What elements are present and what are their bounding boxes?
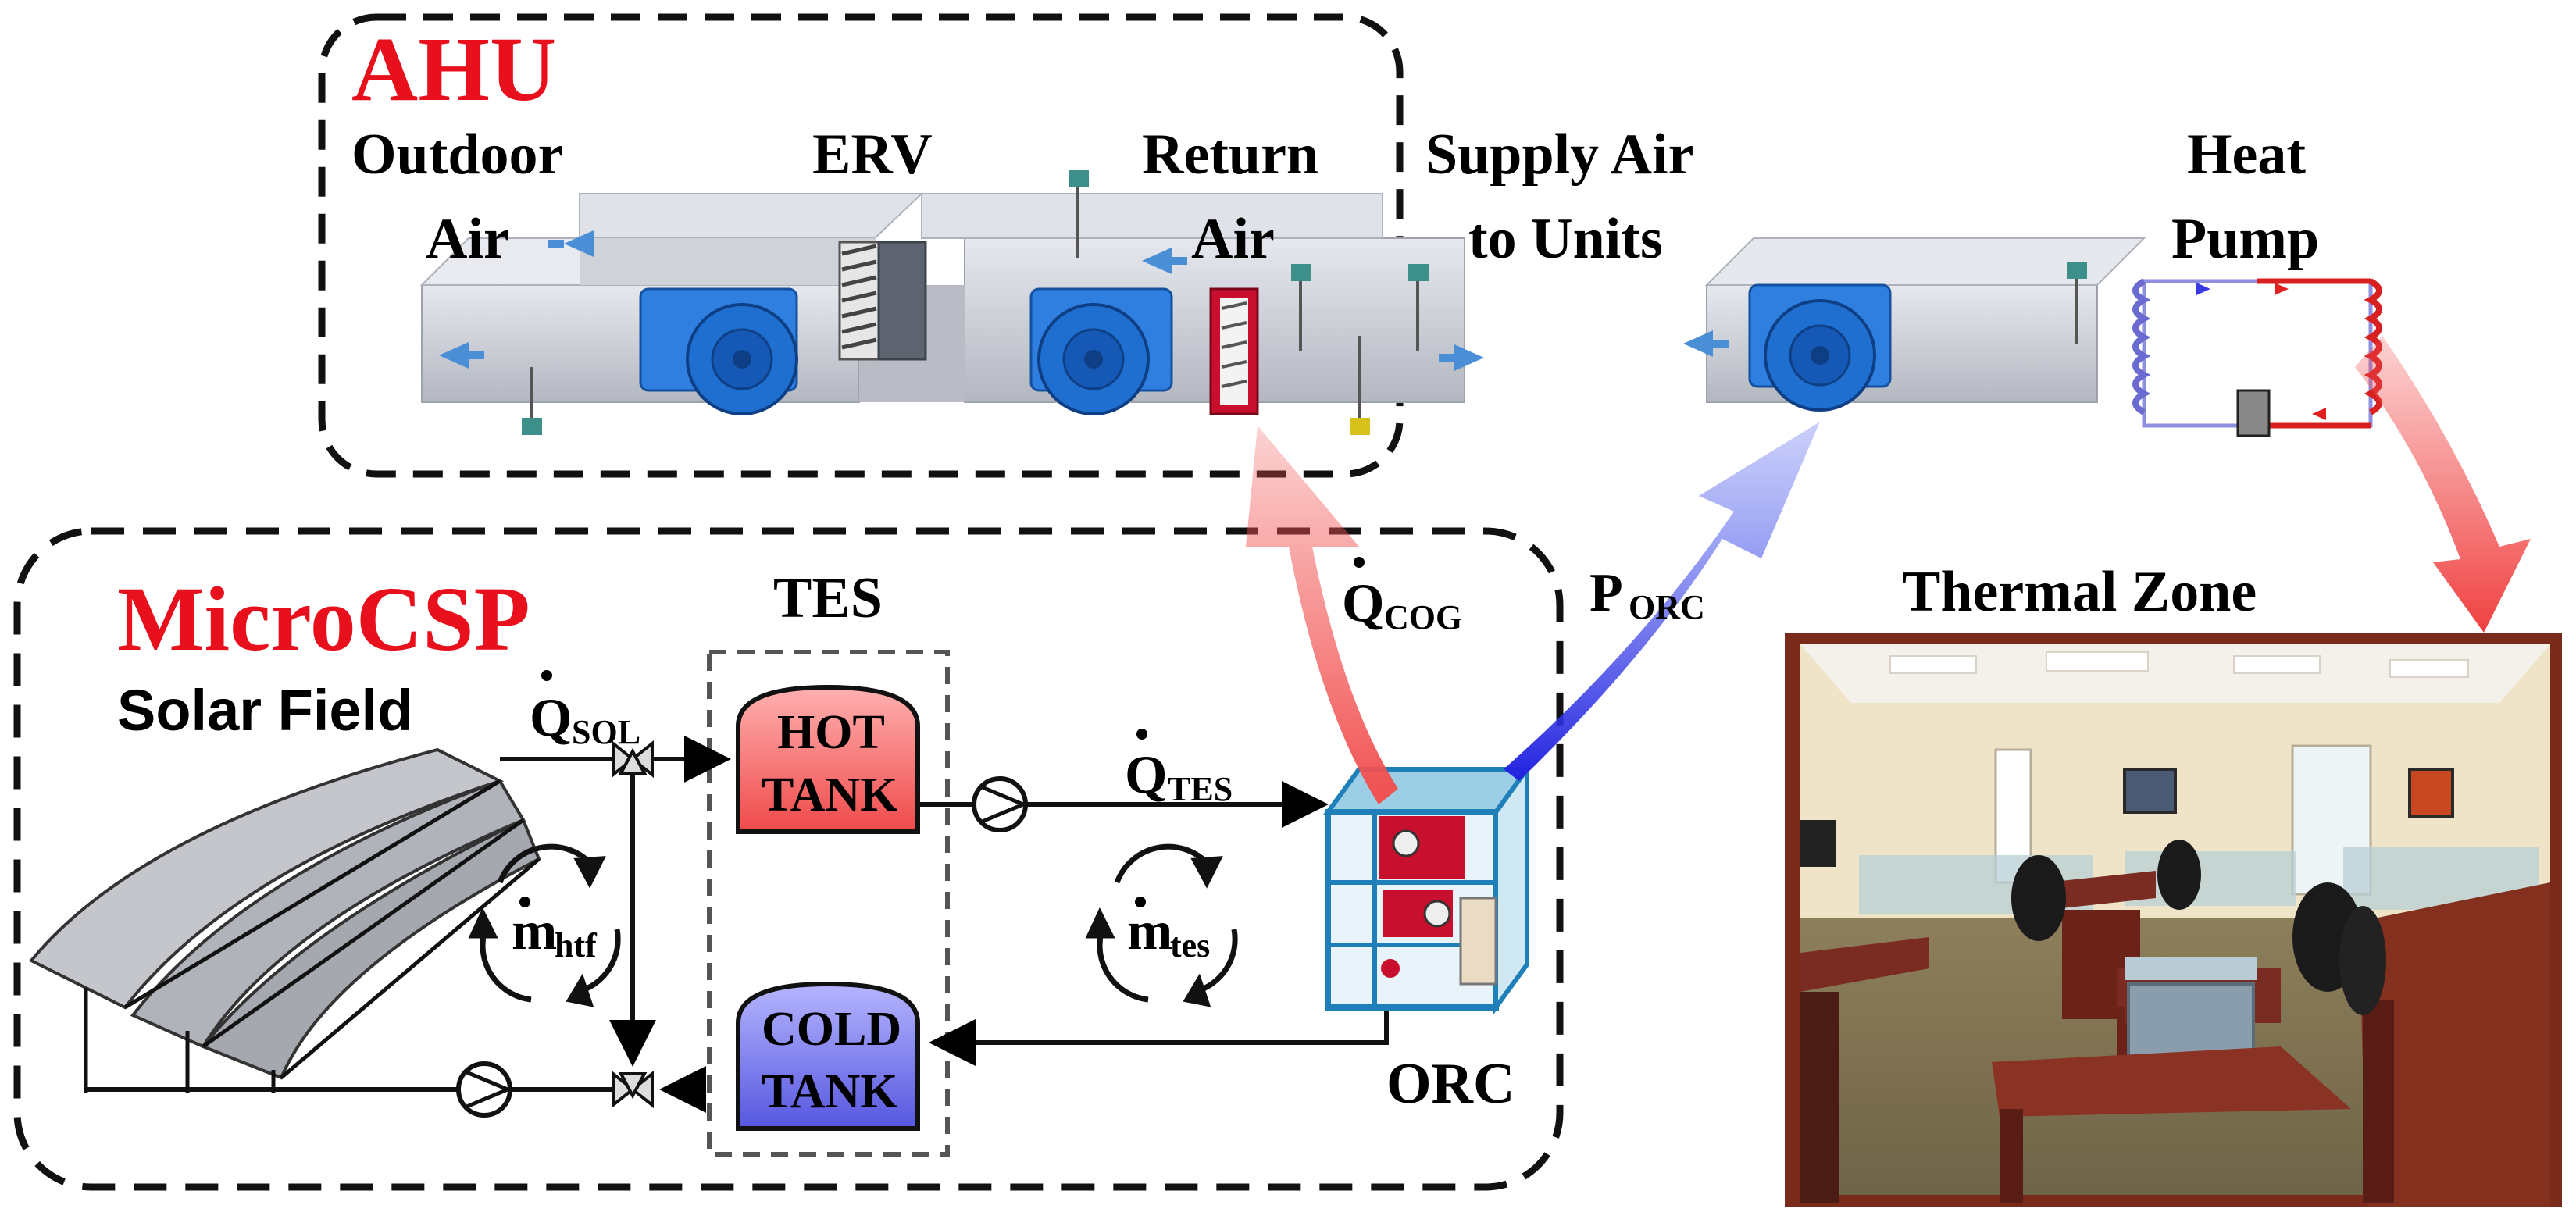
tes-label: TES [773, 566, 883, 630]
svg-text:Q: Q [1342, 573, 1384, 633]
tes-pump [972, 776, 1028, 832]
heat-pump-label-1: Heat [2187, 123, 2306, 187]
heat-pump-to-zone-arrow [2355, 336, 2531, 633]
svg-text:htf: htf [555, 926, 598, 964]
htf-pump [456, 1061, 512, 1118]
thermal-zone-photo [1785, 633, 2562, 1207]
supply-air-label-2: to Units [1468, 207, 1663, 271]
ahu-title: AHU [351, 18, 556, 120]
orc-label: ORC [1386, 1052, 1515, 1116]
heat-pump-loop [2132, 278, 2382, 437]
supply-air-label-1: Supply Air [1425, 123, 1693, 187]
svg-text:Q: Q [530, 688, 572, 748]
svg-text:m: m [1127, 901, 1172, 961]
htf-loop-icon [468, 843, 621, 1007]
tes-boundary [707, 650, 950, 1157]
svg-text:m: m [512, 901, 557, 961]
svg-text:TES: TES [1168, 770, 1233, 808]
valve-top [612, 740, 654, 779]
htf-piping [86, 736, 1389, 1113]
svg-text:COG: COG [1384, 598, 1462, 636]
erv-core [838, 241, 927, 361]
hot-tank-label-1: HOT [777, 706, 885, 759]
p-orc-arrow [1504, 422, 1820, 781]
q-cog-symbol: Q COG [1342, 557, 1462, 636]
ahu-airflow-arrows [439, 230, 1484, 371]
svg-text:P: P [1589, 563, 1623, 623]
q-sol-symbol: Q SOL [530, 670, 640, 751]
m-htf-symbol: m htf [512, 897, 598, 964]
m-tes-symbol: m tes [1127, 897, 1210, 964]
cold-tank-label-2: TANK [762, 1065, 898, 1118]
cold-tank [736, 981, 920, 1131]
microcsp-title: MicroCSP [117, 568, 530, 670]
outdoor-air-label-2: Air [426, 207, 509, 271]
svg-text:Q: Q [1125, 745, 1167, 805]
tes-loop-icon [1085, 843, 1238, 1007]
q-cog-arrow [1246, 426, 1398, 804]
p-orc-symbol: P ORC [1589, 563, 1705, 626]
svg-text:tes: tes [1170, 926, 1210, 964]
ahu-duct [419, 193, 1465, 403]
return-air-label-2: Air [1191, 207, 1275, 271]
return-air-label-1: Return [1142, 123, 1318, 187]
solar-field-collectors [28, 747, 541, 1093]
hot-tank-label-2: TANK [762, 768, 898, 822]
q-tes-symbol: Q TES [1125, 729, 1233, 808]
heat-pump-label-2: Pump [2171, 207, 2319, 271]
ahu-fan-supply [1029, 287, 1173, 415]
hot-tank [736, 684, 920, 834]
heating-coil [1209, 287, 1259, 415]
outdoor-air-label-1: Outdoor [351, 123, 563, 187]
svg-text:ORC: ORC [1629, 588, 1705, 626]
supply-fan-unit [1683, 237, 2146, 412]
thermal-zone-label: Thermal Zone [1902, 560, 2257, 624]
ahu-fan-outdoor [639, 287, 798, 415]
duct-sensors [522, 170, 1429, 435]
erv-label: ERV [812, 123, 933, 187]
valve-bottom [612, 1070, 654, 1109]
cold-tank-label-1: COLD [762, 1003, 901, 1056]
microcsp-boundary [13, 527, 1564, 1191]
solar-field-label: Solar Field [117, 678, 412, 743]
svg-text:SOL: SOL [572, 713, 640, 751]
orc-unit [1323, 761, 1532, 1015]
